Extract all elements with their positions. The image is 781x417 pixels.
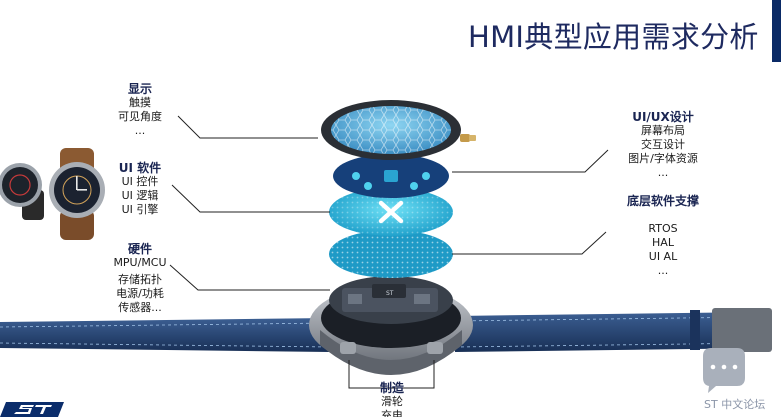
uiux-line: 图片/字体资源 xyxy=(628,152,698,165)
page-title: HMI典型应用需求分析 xyxy=(468,20,759,54)
display-line: 触摸 xyxy=(129,96,151,109)
uiux-heading: UI/UX设计 xyxy=(632,110,694,124)
chat-bubble-icon xyxy=(703,348,745,393)
uiux-line: ... xyxy=(657,166,669,179)
display-line: ... xyxy=(134,124,146,137)
hardware-line: 传感器... xyxy=(118,301,162,314)
base-software-line: ... xyxy=(657,264,669,277)
uiux-line: 交互设计 xyxy=(641,138,685,151)
ui-software-callout-line xyxy=(171,184,330,213)
svg-text:ST: ST xyxy=(386,290,394,297)
manufacturing-line: 充电 xyxy=(381,409,403,417)
hardware-line: 电源/功耗 xyxy=(116,287,164,300)
manufacturing-label: 制造 滑轮 充电 xyxy=(356,381,428,417)
uiux-line: 屏幕布局 xyxy=(641,124,685,137)
base-software-line: HAL xyxy=(652,236,674,249)
hardware-callout-line xyxy=(169,264,330,291)
base-software-heading: 底层软件支撑 xyxy=(626,194,699,208)
display-callout-line xyxy=(177,115,318,139)
watch-product-photo xyxy=(0,148,105,240)
st-logo xyxy=(0,402,64,417)
ui-software-line: UI 控件 xyxy=(121,175,159,188)
footer-brand: ST 中文论坛 xyxy=(704,398,766,411)
watch-strap-left xyxy=(0,318,330,352)
hardware-line: MPU/MCU xyxy=(113,256,167,269)
base-software-label: 底层软件支撑 RTOS HAL UI AL ... xyxy=(608,194,718,278)
manufacturing-heading: 制造 xyxy=(379,381,404,395)
ui-software-line: UI 引擎 xyxy=(121,203,159,216)
base-software-line: RTOS xyxy=(648,222,678,235)
display-line: 可见角度 xyxy=(118,110,162,123)
hardware-line: 存储拓扑 xyxy=(118,273,162,286)
ui-software-line: UI 逻辑 xyxy=(121,189,159,202)
ui-software-heading: UI 软件 xyxy=(118,161,162,175)
hardware-heading: 硬件 xyxy=(127,242,152,256)
manufacturing-callout-line xyxy=(348,360,435,389)
base-software-callout-line xyxy=(452,231,607,255)
uiux-label: UI/UX设计 屏幕布局 交互设计 图片/字体资源 ... xyxy=(608,110,718,180)
title-accent-bar xyxy=(772,0,781,62)
manufacturing-line: 滑轮 xyxy=(381,395,403,408)
ui-software-label: UI 软件 UI 控件 UI 逻辑 UI 引擎 xyxy=(100,161,180,217)
uiux-callout-line xyxy=(452,149,609,173)
hardware-label: 硬件 MPU/MCU 存储拓扑 电源/功耗 传感器... xyxy=(100,242,180,315)
display-label: 显示 触摸 可见角度 ... xyxy=(100,82,180,138)
display-heading: 显示 xyxy=(127,82,152,96)
base-software-line: UI AL xyxy=(648,250,678,263)
